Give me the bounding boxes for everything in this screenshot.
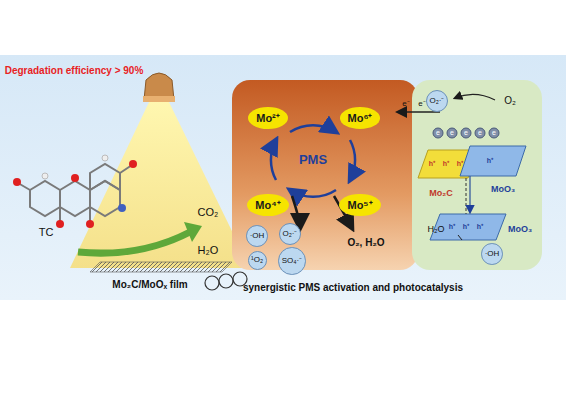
text-label: Mo₂C/MoOₓ film <box>112 279 187 290</box>
text-label: h⁺ <box>463 223 469 231</box>
valence-ellipse: Mo⁶⁺ <box>340 107 381 129</box>
node-text: SO₄·⁻ <box>282 257 303 266</box>
text-label: O₂ <box>504 95 516 106</box>
text-label: h⁺ <box>429 160 435 168</box>
text-label: H₂O <box>198 244 219 256</box>
text-label: h⁺ <box>449 223 455 231</box>
text-label: MoO₃ <box>508 225 532 235</box>
valence-ellipse: Mo²⁺ <box>248 107 288 129</box>
radical-bubble: ·OH <box>481 243 503 265</box>
node-text: PMS <box>299 153 327 167</box>
node-text: Mo⁴⁺ <box>255 199 280 211</box>
headline: Degradation efficiency > 90% <box>5 65 144 76</box>
text-label: h⁺ <box>443 160 449 168</box>
node-text: Mo⁶⁺ <box>348 112 373 124</box>
node-text: O₂·⁻ <box>430 97 445 106</box>
text-label: H₂O <box>428 225 445 235</box>
radical-bubble: O₂·⁻ <box>279 223 301 245</box>
text-label: e <box>492 129 496 137</box>
text-label: e <box>478 129 482 137</box>
node-text: Mo⁵⁺ <box>347 199 372 211</box>
valence-ellipse: Mo⁴⁺ <box>247 194 288 216</box>
node-text: ·OH <box>250 232 265 241</box>
radical-bubble: O₂·⁻ <box>426 90 448 112</box>
text-label: Mo₂C <box>429 189 453 199</box>
text-label: h⁺ <box>457 160 463 168</box>
text-label: CO₂ <box>198 206 219 218</box>
pms-cycle: PMS <box>295 150 331 170</box>
text-label: e⁻ <box>402 100 409 109</box>
text-label: TC <box>39 226 54 238</box>
caption-text: synergistic PMS activation and photocata… <box>243 282 463 293</box>
text-label: e <box>450 129 454 137</box>
node-text: Mo²⁺ <box>256 112 280 124</box>
node-text: ¹O₂ <box>251 256 263 265</box>
radical-bubble: SO₄·⁻ <box>278 247 306 275</box>
valence-ellipse: Mo⁵⁺ <box>339 194 380 216</box>
text-label: h⁺ <box>487 157 493 165</box>
node-text: O₂·⁻ <box>283 230 298 239</box>
text-label: e⁻ <box>418 100 425 109</box>
text-label: MoO₃ <box>491 185 515 195</box>
text-label: e <box>436 129 440 137</box>
radical-bubble: ·OH <box>246 225 268 247</box>
text-label: O₂, H₂O <box>347 237 384 248</box>
radical-bubble: ¹O₂ <box>248 251 267 270</box>
text-label: e <box>464 129 468 137</box>
text-label: h⁺ <box>477 223 483 231</box>
node-text: ·OH <box>485 250 500 259</box>
